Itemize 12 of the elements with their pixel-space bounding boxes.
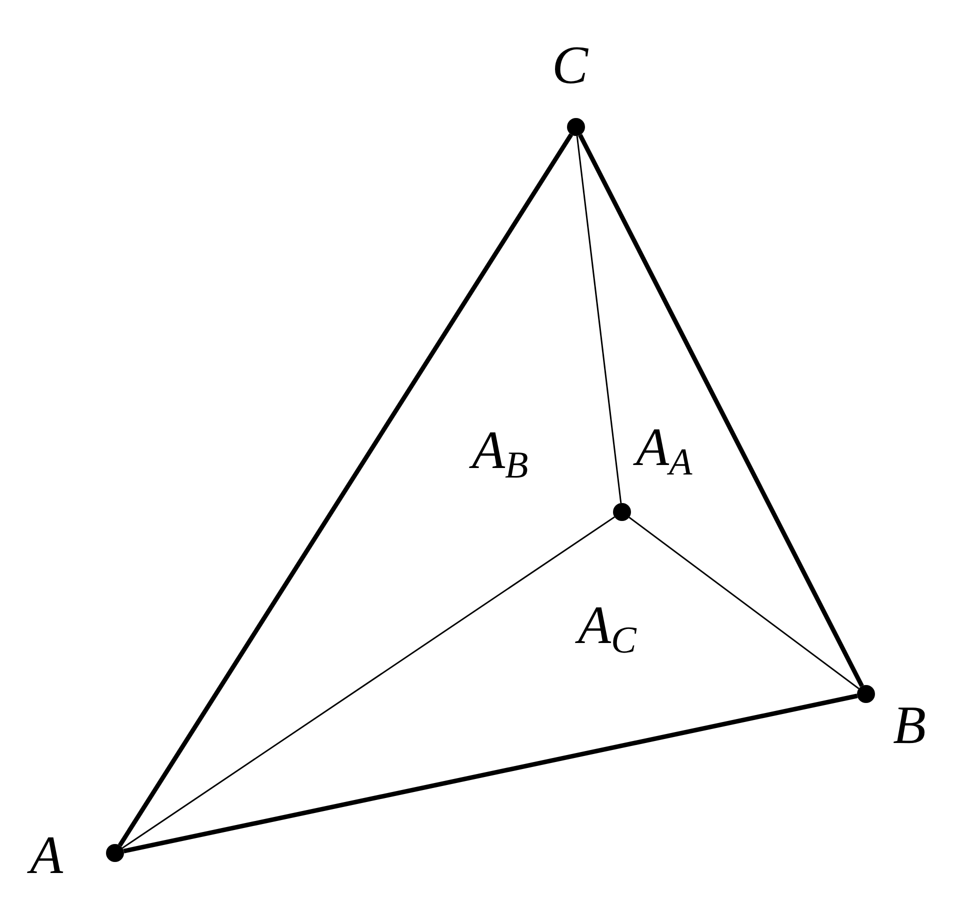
triangle-line [123,694,858,854]
triangle-line [576,136,622,504]
vertex-label: B [893,698,926,752]
triangle-line [118,133,574,847]
vertex-label: C [552,38,588,92]
vertex-dot [857,685,875,703]
triangle-line [628,516,860,690]
triangle-line [122,516,615,849]
vertex-dot [567,118,585,136]
vertex-dot [106,844,124,862]
vertex-dot [613,503,631,521]
triangle-line [578,134,864,687]
